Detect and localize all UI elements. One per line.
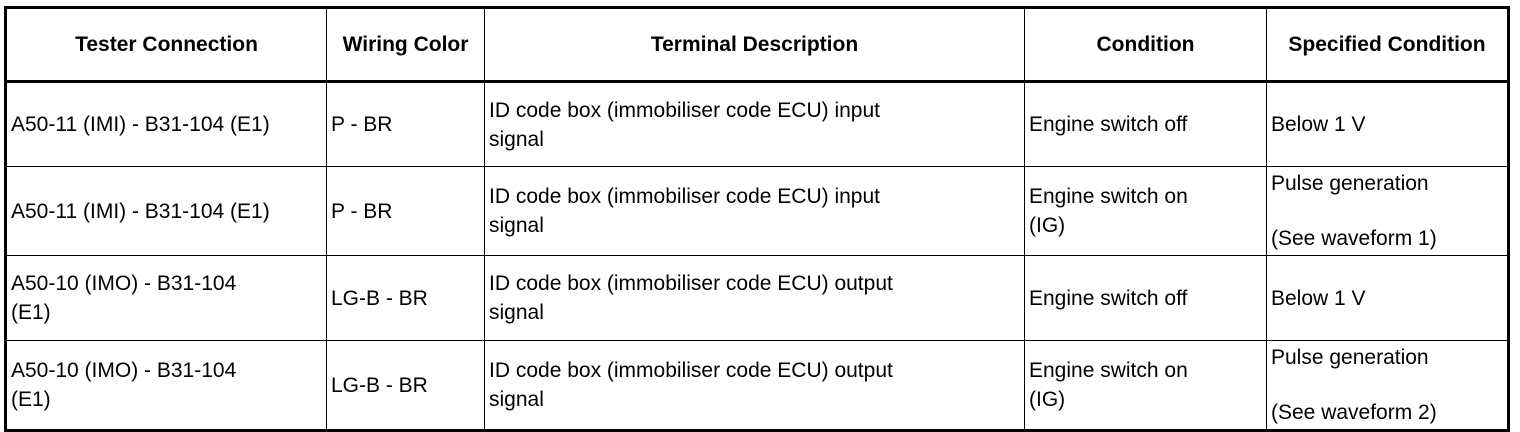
header-wiring-color: Wiring Color [326,7,485,83]
table-row: A50-10 (IMO) - B31-104 (E1) LG-B - BR ID… [5,340,1509,431]
cell-specified-condition: Pulse generation (See waveform 2) [1266,340,1509,431]
specified-condition-line: Below 1 V [1271,113,1366,136]
tester-connection-line-1: A50-10 (IMO) - B31-104 [11,359,237,382]
terminal-description-line-1: ID code box (immobiliser code ECU) outpu… [489,359,893,382]
header-specified-condition: Specified Condition [1266,7,1509,83]
header-terminal-description-line: Terminal Description [650,33,859,56]
specified-condition-line-2: (See waveform 2) [1271,401,1437,424]
cell-specified-condition: Below 1 V [1266,255,1509,341]
header-row: Tester Connection Wiring Color Terminal … [5,7,1509,83]
cell-terminal-description: ID code box (immobiliser code ECU) input… [484,81,1025,167]
condition-line: Engine switch off [1029,113,1188,136]
cell-terminal-description: ID code box (immobiliser code ECU) outpu… [484,340,1025,431]
specified-condition-line-1: Pulse generation [1271,172,1429,195]
terminal-description-line-1: ID code box (immobiliser code ECU) input [489,185,880,208]
terminal-check-table: Tester Connection Wiring Color Terminal … [4,6,1510,432]
cell-tester-connection: A50-11 (IMI) - B31-104 (E1) [5,81,327,167]
condition-line-2: (IG) [1029,214,1066,237]
tester-connection-line: A50-11 (IMI) - B31-104 (E1) [11,113,270,136]
tester-connection-line-1: A50-10 (IMO) - B31-104 [11,272,237,295]
cell-wiring-color: P - BR [326,166,485,256]
table-header: Tester Connection Wiring Color Terminal … [5,7,1509,83]
condition-line-2: (IG) [1029,388,1066,411]
condition-line-1: Engine switch on [1029,359,1188,382]
cell-condition: Engine switch on (IG) [1024,166,1267,256]
terminal-description-line-2: signal [489,388,544,411]
header-specified-condition-line-1: Specified [1288,33,1382,56]
cell-tester-connection: A50-10 (IMO) - B31-104 (E1) [5,255,327,341]
cell-terminal-description: ID code box (immobiliser code ECU) input… [484,166,1025,256]
condition-line: Engine switch off [1029,286,1188,310]
header-specified-condition-line-2: Condition [1387,33,1486,56]
specified-condition-line-1: Pulse generation [1271,346,1429,369]
cell-wiring-color: P - BR [326,81,485,167]
cell-condition: Engine switch off [1024,81,1267,167]
header-condition: Condition [1024,7,1267,83]
cell-condition: Engine switch on (IG) [1024,340,1267,431]
header-terminal-description: Terminal Description [484,7,1025,83]
terminal-description-line-2: signal [489,127,544,151]
cell-terminal-description: ID code box (immobiliser code ECU) outpu… [484,255,1025,341]
cell-specified-condition: Below 1 V [1266,81,1509,167]
condition-line-1: Engine switch on [1029,185,1188,208]
header-condition-line: Condition [1096,33,1195,56]
cell-wiring-color: LG-B - BR [326,255,485,341]
line-gap [1271,198,1503,224]
header-tester-connection-line: Tester Connection [75,33,258,56]
cell-wiring-color: LG-B - BR [326,340,485,431]
table-row: A50-11 (IMI) - B31-104 (E1) P - BR ID co… [5,166,1509,256]
tester-connection-line-2: (E1) [11,388,51,411]
tester-connection-line-2: (E1) [11,301,51,324]
header-tester-connection: Tester Connection [5,7,327,83]
terminal-description-line-2: signal [489,301,544,324]
cell-condition: Engine switch off [1024,255,1267,341]
cell-tester-connection: A50-10 (IMO) - B31-104 (E1) [5,340,327,431]
specified-condition-line-2: (See waveform 1) [1271,227,1437,250]
specified-condition-line: Below 1 V [1271,286,1366,310]
terminal-description-line-1: ID code box (immobiliser code ECU) input [489,98,880,122]
header-wiring-color-line-1: Wiring [342,33,408,56]
header-wiring-color-line-2: Color [413,33,469,56]
table-row: A50-11 (IMI) - B31-104 (E1) P - BR ID co… [5,81,1509,167]
cell-tester-connection: A50-11 (IMI) - B31-104 (E1) [5,166,327,256]
terminal-description-line-2: signal [489,214,544,237]
table-body: A50-11 (IMI) - B31-104 (E1) P - BR ID co… [5,81,1509,431]
terminal-description-line-1: ID code box (immobiliser code ECU) outpu… [489,272,893,295]
cell-specified-condition: Pulse generation (See waveform 1) [1266,166,1509,256]
line-gap [1271,372,1503,398]
tester-connection-line: A50-11 (IMI) - B31-104 (E1) [11,199,270,223]
table-row: A50-10 (IMO) - B31-104 (E1) LG-B - BR ID… [5,255,1509,341]
